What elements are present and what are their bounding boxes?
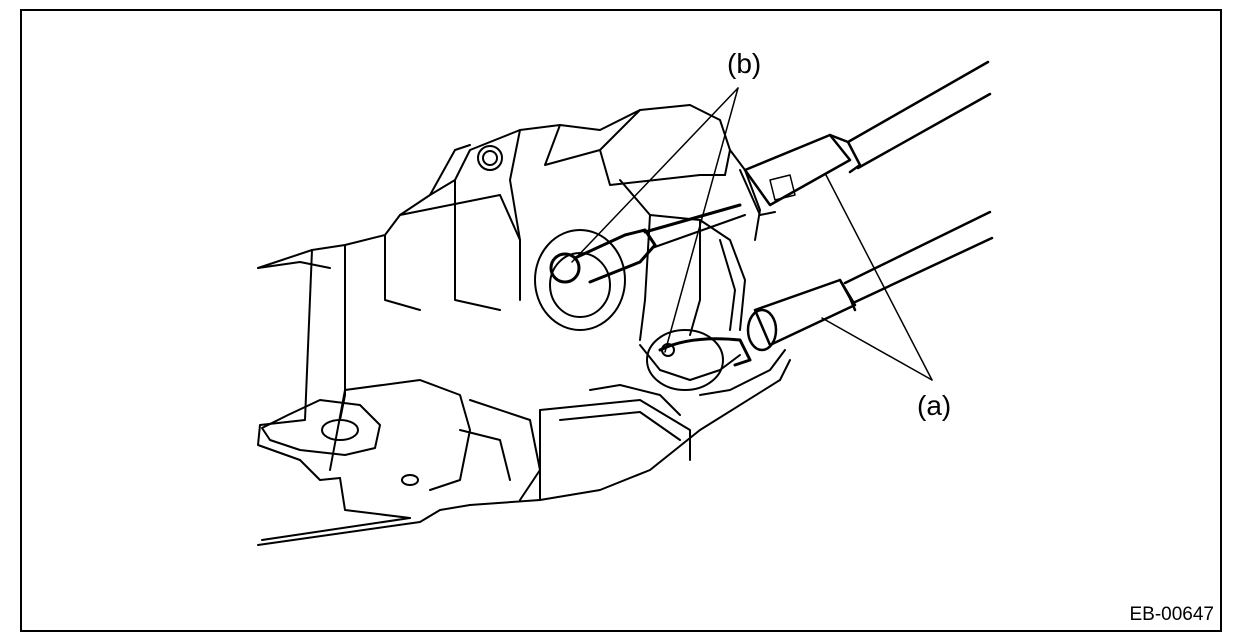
lower-cable [746,210,994,352]
upper-cable-end [534,203,746,331]
top-hole-icon [477,145,503,171]
callout-leaders [571,87,933,381]
upper-cable [739,60,992,216]
callout-label-a: (a) [917,390,952,421]
lower-cable-end [646,329,752,391]
lever [261,399,419,486]
callout-label-b: (b) [727,48,762,79]
figure-frame [20,9,1222,632]
housing-body [257,104,791,546]
figure-code: EB-00647 [1129,604,1214,625]
